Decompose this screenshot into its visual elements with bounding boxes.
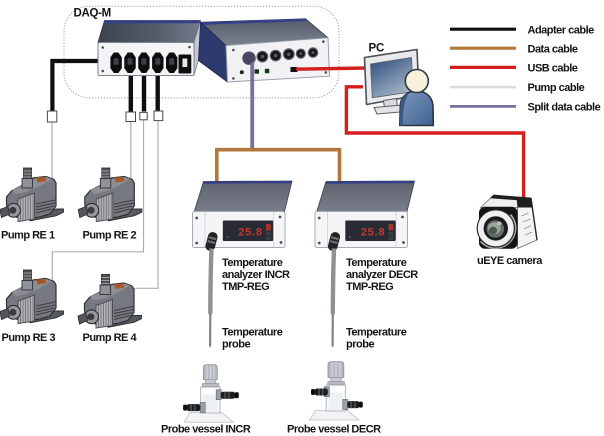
svg-text:Pump RE 2: Pump RE 2 [83, 230, 137, 242]
svg-text:uEYE camera: uEYE camera [477, 255, 543, 267]
svg-text:Pump RE 4: Pump RE 4 [83, 332, 138, 344]
svg-text:analyzer INCR: analyzer INCR [222, 269, 290, 281]
svg-text:probe: probe [346, 339, 374, 351]
svg-text:PC: PC [369, 43, 385, 55]
svg-text:USB cable: USB cable [528, 63, 578, 75]
svg-text:Adapter cable: Adapter cable [528, 24, 595, 36]
svg-text:Temperature: Temperature [346, 257, 407, 269]
svg-text:25.8: 25.8 [238, 227, 263, 239]
svg-text:Data cable: Data cable [528, 43, 578, 55]
svg-text:25.8: 25.8 [361, 227, 386, 239]
svg-text:TMP-REG: TMP-REG [222, 281, 269, 293]
svg-text:DAQ-M: DAQ-M [74, 8, 111, 20]
svg-text:Pump RE 1: Pump RE 1 [1, 230, 55, 242]
svg-text:Temperature: Temperature [222, 326, 283, 338]
svg-text:Temperature: Temperature [222, 257, 283, 269]
svg-text:Probe vessel INCR: Probe vessel INCR [161, 424, 251, 436]
svg-text:Split data cable: Split data cable [528, 102, 601, 114]
svg-text:Probe vessel DECR: Probe vessel DECR [287, 424, 381, 436]
svg-text:analyzer DECR: analyzer DECR [346, 269, 418, 281]
svg-text:Pump cable: Pump cable [528, 82, 585, 94]
svg-text:Temperature: Temperature [346, 326, 407, 338]
svg-text:probe: probe [222, 339, 250, 351]
svg-text:Pump RE 3: Pump RE 3 [2, 332, 56, 344]
svg-text:TMP-REG: TMP-REG [346, 281, 393, 293]
